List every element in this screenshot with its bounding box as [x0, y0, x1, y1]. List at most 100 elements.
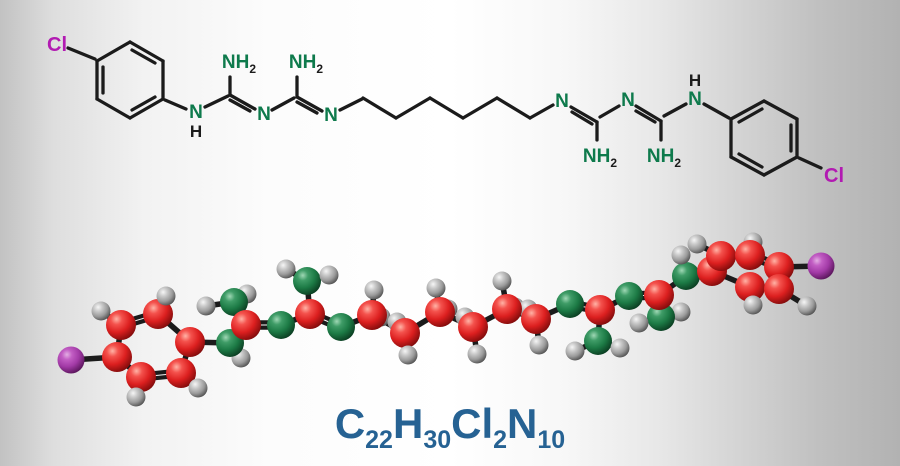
atom-sphere-c: [126, 362, 156, 392]
skeletal-bond: [737, 152, 764, 169]
skeletal-bond: [130, 48, 157, 65]
skeletal-bond: [228, 93, 257, 111]
atom-sphere-c: [143, 299, 173, 329]
atom-sphere-c: [764, 274, 794, 304]
atom-sphere-c: [295, 299, 325, 329]
atom-label-n: N: [189, 102, 203, 123]
atom-sphere-h: [426, 278, 446, 298]
molecular-formula: C22H30Cl2N10: [335, 400, 565, 454]
atom-sphere-c: [166, 358, 196, 388]
skeletal-bond: [729, 99, 766, 121]
atom-label-cl: Cl: [824, 165, 844, 187]
atom-sphere-h: [797, 296, 817, 316]
atom-sphere-h: [743, 295, 763, 315]
skeletal-bond: [361, 96, 398, 120]
atom-sphere-h: [565, 341, 585, 361]
skeletal-bond: [163, 98, 188, 111]
skeletal-bond: [569, 105, 599, 124]
skeletal-bond: [495, 96, 532, 120]
atom-sphere-h: [196, 296, 216, 316]
ball-and-stick-model: [57, 232, 835, 407]
skeletal-bond: [702, 102, 731, 120]
atom-sphere-c: [231, 310, 261, 340]
atom-sphere-c: [357, 300, 387, 330]
skeletal-bond: [394, 96, 432, 120]
atom-sphere-h: [467, 344, 487, 364]
skeletal-bond: [662, 102, 688, 118]
skeletal-bond: [228, 98, 252, 113]
atom-sphere-h: [492, 271, 512, 291]
skeletal-bond: [338, 97, 364, 112]
formula-symbol: N: [507, 400, 537, 447]
skeletal-bond: [634, 109, 657, 124]
atom-sphere-h: [91, 301, 111, 321]
skeletal-bond: [528, 103, 555, 120]
skeletal-bond: [598, 104, 621, 119]
skeletal-bond: [95, 97, 132, 120]
atom-label-nh: NH2: [647, 146, 681, 170]
atom-sphere-h: [610, 338, 630, 358]
atom-sphere-c: [585, 295, 615, 325]
atom-sphere-h: [529, 335, 549, 355]
formula-count: 30: [423, 426, 451, 454]
atom-sphere-n: [647, 303, 675, 331]
atom-label-h: H: [190, 122, 202, 141]
subscript: 2: [316, 62, 323, 76]
atom-sphere-n: [556, 290, 584, 318]
skeletal-bond: [95, 40, 132, 63]
atom-label-n: N: [555, 91, 569, 112]
atom-sphere-c: [521, 304, 551, 334]
atom-sphere-n: [584, 327, 612, 355]
atom-sphere-h: [364, 280, 384, 300]
atom-sphere-n: [267, 311, 295, 339]
atom-label-n: N: [324, 105, 338, 126]
skeletal-bond: [128, 97, 165, 120]
atom-sphere-c: [735, 272, 765, 302]
skeletal-bond: [295, 100, 319, 115]
atom-sphere-c: [706, 241, 736, 271]
skeletal-bond: [270, 96, 296, 112]
skeletal-bond: [428, 96, 465, 120]
atom-sphere-c: [390, 318, 420, 348]
atom-sphere-h: [188, 378, 208, 398]
subscript: 2: [674, 156, 681, 170]
atom-label-nh: NH2: [289, 52, 323, 76]
atom-label-nh: NH2: [583, 146, 617, 170]
atom-sphere-h: [687, 234, 707, 254]
atom-sphere-h: [671, 245, 691, 265]
atom-sphere-c: [458, 312, 488, 342]
atom-sphere-h: [126, 387, 146, 407]
skeletal-bond: [797, 156, 823, 170]
atom-sphere-c: [102, 342, 132, 372]
atom-sphere-c: [735, 240, 765, 270]
atom-sphere-n: [615, 282, 643, 310]
atom-sphere-h: [319, 265, 339, 285]
skeletal-bond: [570, 110, 594, 126]
formula-count: 22: [365, 426, 393, 454]
atom-sphere-h: [156, 286, 176, 306]
subscript: 2: [249, 62, 256, 76]
atom-sphere-h: [276, 259, 296, 279]
atom-sphere-n: [672, 262, 700, 290]
atom-label-n: N: [257, 104, 271, 125]
atom-sphere-n: [293, 267, 321, 295]
atom-label-n: N: [688, 89, 702, 110]
atom-sphere-c: [492, 294, 522, 324]
skeletal-bond: [130, 95, 157, 112]
formula-count: 2: [493, 426, 507, 454]
atom-label-cl: Cl: [47, 34, 67, 56]
atom-sphere-h: [629, 313, 649, 333]
atom-sphere-cl: [807, 252, 835, 280]
atom-label-n: N: [621, 90, 635, 111]
skeletal-bond: [66, 46, 97, 61]
atom-sphere-n: [327, 313, 355, 341]
skeletal-bond: [762, 155, 799, 177]
atom-label-h: H: [689, 71, 701, 90]
formula-symbol: H: [393, 400, 423, 447]
atom-sphere-c: [644, 280, 674, 310]
formula-symbol: C: [335, 400, 365, 447]
skeletal-bond: [634, 104, 663, 123]
atom-sphere-c: [106, 310, 136, 340]
